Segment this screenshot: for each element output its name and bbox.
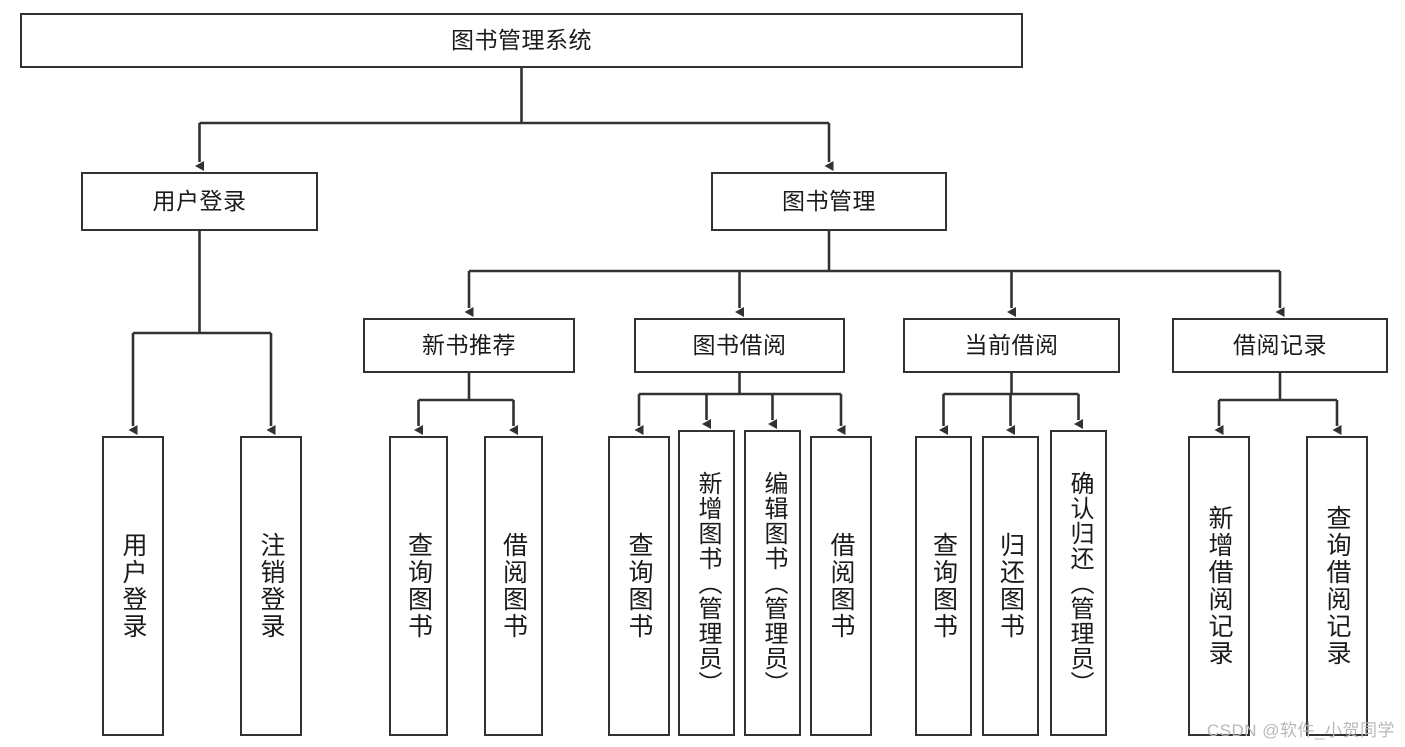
node-new-book-recommend[interactable]: 新书推荐 bbox=[363, 318, 575, 373]
node-leaf-query-book-3[interactable]: 查询图书 bbox=[915, 436, 972, 736]
node-leaf-edit-book[interactable]: 编辑图书（管理员） bbox=[744, 430, 801, 736]
node-leaf-logout[interactable]: 注销登录 bbox=[240, 436, 302, 736]
node-borrow-record-label: 借阅记录 bbox=[1233, 332, 1327, 359]
node-current-borrow[interactable]: 当前借阅 bbox=[903, 318, 1120, 373]
node-leaf-return-book-label: 归还图书 bbox=[996, 532, 1025, 640]
node-leaf-query-book-1-label: 查询图书 bbox=[404, 532, 433, 640]
node-leaf-borrow-book-2[interactable]: 借阅图书 bbox=[810, 436, 872, 736]
node-leaf-confirm-return[interactable]: 确认归还（管理员） bbox=[1050, 430, 1107, 736]
csdn-watermark: CSDN @软件_小贺同学 bbox=[1206, 721, 1395, 740]
node-leaf-query-book-2-label: 查询图书 bbox=[625, 532, 653, 640]
node-leaf-user-login[interactable]: 用户登录 bbox=[102, 436, 164, 736]
node-leaf-add-record[interactable]: 新增借阅记录 bbox=[1188, 436, 1250, 736]
node-leaf-logout-label: 注销登录 bbox=[257, 532, 285, 640]
node-leaf-user-login-label: 用户登录 bbox=[119, 532, 147, 640]
node-new-book-recommend-label: 新书推荐 bbox=[422, 332, 516, 359]
node-leaf-add-book-label: 新增图书（管理员） bbox=[693, 470, 721, 696]
node-leaf-query-book-3-label: 查询图书 bbox=[929, 532, 958, 640]
node-leaf-add-book[interactable]: 新增图书（管理员） bbox=[678, 430, 735, 736]
node-current-borrow-label: 当前借阅 bbox=[964, 332, 1059, 359]
node-borrow-record[interactable]: 借阅记录 bbox=[1172, 318, 1388, 373]
node-leaf-query-record-label: 查询借阅记录 bbox=[1323, 505, 1351, 667]
node-leaf-edit-book-label: 编辑图书（管理员） bbox=[759, 470, 787, 696]
node-root-label: 图书管理系统 bbox=[451, 27, 592, 54]
node-root[interactable]: 图书管理系统 bbox=[20, 13, 1023, 68]
node-book-borrow[interactable]: 图书借阅 bbox=[634, 318, 845, 373]
node-leaf-borrow-book-2-label: 借阅图书 bbox=[827, 532, 855, 640]
node-leaf-return-book[interactable]: 归还图书 bbox=[982, 436, 1039, 736]
node-leaf-query-book-1[interactable]: 查询图书 bbox=[389, 436, 448, 736]
node-leaf-borrow-book-1[interactable]: 借阅图书 bbox=[484, 436, 543, 736]
node-book-borrow-label: 图书借阅 bbox=[692, 332, 787, 359]
node-book-manage[interactable]: 图书管理 bbox=[711, 172, 947, 231]
node-leaf-query-record[interactable]: 查询借阅记录 bbox=[1306, 436, 1368, 736]
node-user-login-label: 用户登录 bbox=[152, 188, 247, 215]
node-book-manage-label: 图书管理 bbox=[782, 188, 876, 215]
node-leaf-query-book-2[interactable]: 查询图书 bbox=[608, 436, 670, 736]
node-user-login[interactable]: 用户登录 bbox=[81, 172, 318, 231]
node-leaf-confirm-return-label: 确认归还（管理员） bbox=[1065, 470, 1093, 696]
node-leaf-add-record-label: 新增借阅记录 bbox=[1205, 505, 1233, 667]
node-leaf-borrow-book-1-label: 借阅图书 bbox=[499, 532, 528, 640]
